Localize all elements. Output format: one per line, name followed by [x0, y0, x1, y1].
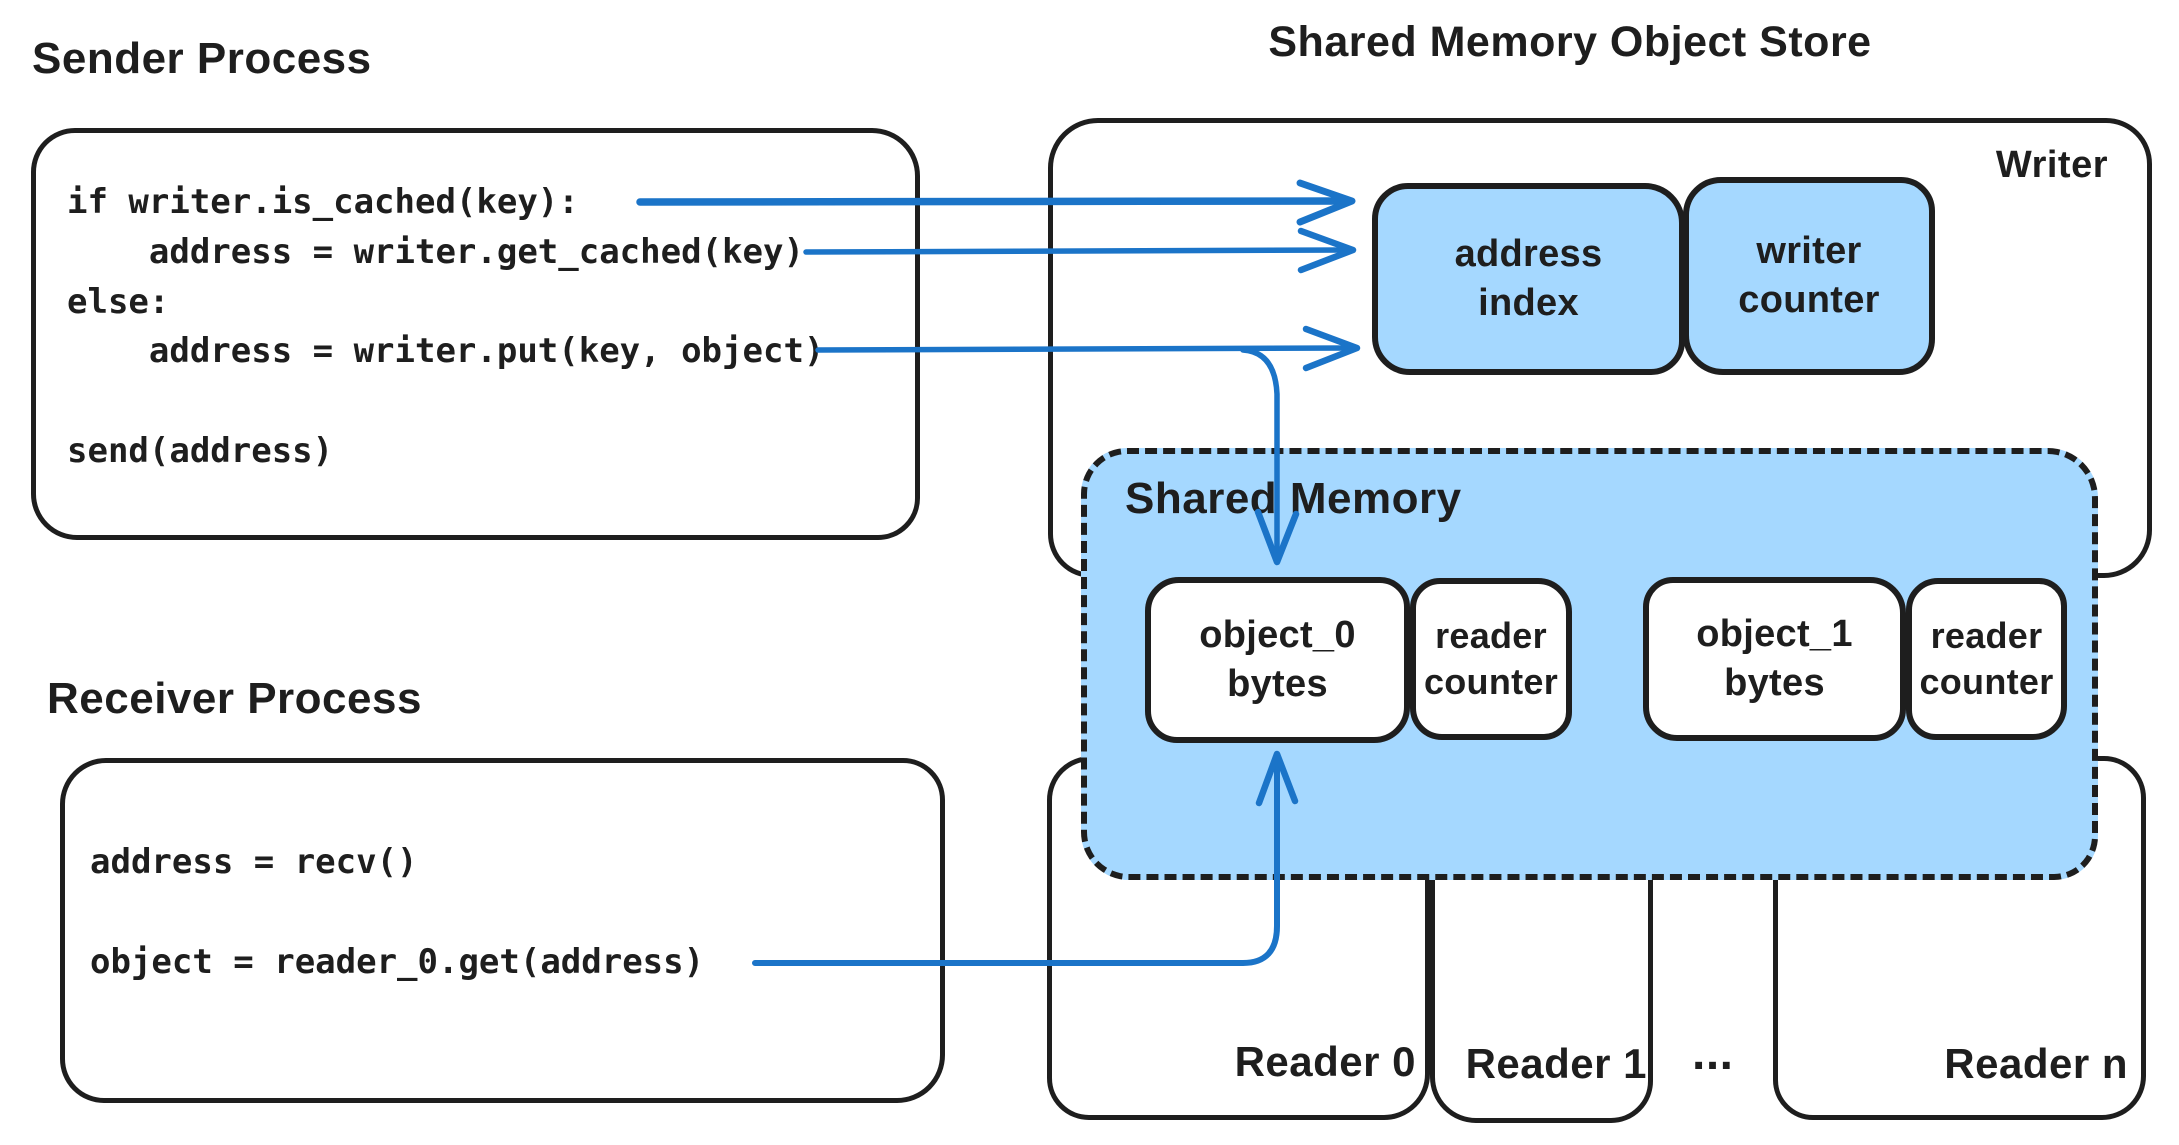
shared-memory-object-store-title: Shared Memory Object Store	[1268, 18, 1872, 66]
code-line: object = reader_0.get(address)	[90, 942, 705, 982]
object-0-line1: object_0	[1199, 613, 1356, 656]
code-line: address = writer.get_cached(key)	[67, 231, 804, 272]
reader-counter-1-box: reader counter	[1906, 578, 2067, 740]
receiver-code: address = recv() object = reader_0.get(a…	[90, 837, 704, 987]
code-line	[67, 377, 824, 427]
address-index-box: address index	[1372, 183, 1685, 375]
writer-counter-label-line2: counter	[1738, 279, 1880, 321]
object-1-line2: bytes	[1724, 662, 1825, 704]
code-line: else:	[67, 281, 170, 322]
reader-counter-0-line1: reader	[1435, 614, 1547, 656]
sender-code: if writer.is_cached(key): address = writ…	[67, 178, 824, 477]
reader-counter-0-box: reader counter	[1410, 578, 1572, 740]
writer-counter-box: writer counter	[1683, 177, 1935, 375]
receiver-process-title: Receiver Process	[47, 674, 422, 723]
code-line: address = recv()	[90, 842, 418, 882]
code-line: address = writer.put(key, object)	[67, 331, 825, 372]
writer-label: Writer	[1995, 144, 2108, 186]
writer-counter-label-line1: writer	[1756, 229, 1862, 272]
object-1-box: object_1 bytes	[1643, 577, 1906, 741]
reader-0-label: Reader 0	[1234, 1038, 1416, 1085]
reader-counter-1-line2: counter	[1919, 661, 2054, 702]
address-index-label-line1: address	[1454, 232, 1603, 275]
reader-counter-0-line2: counter	[1423, 661, 1559, 702]
code-line: if writer.is_cached(key):	[67, 182, 579, 222]
address-index-label-line2: index	[1478, 282, 1579, 324]
reader-n-label: Reader n	[1944, 1040, 2128, 1087]
reader-counter-1-line1: reader	[1930, 614, 2043, 656]
object-1-line1: object_1	[1696, 612, 1853, 655]
code-line	[90, 887, 704, 937]
sender-code-box	[31, 128, 920, 540]
code-line: send(address)	[67, 430, 334, 471]
sender-process-title: Sender Process	[32, 34, 372, 83]
shared-memory-label: Shared Memory	[1125, 474, 1462, 523]
readers-ellipsis: ...	[1692, 1027, 1734, 1080]
reader-1-label: Reader 1	[1465, 1040, 1647, 1087]
object-0-box: object_0 bytes	[1145, 577, 1410, 743]
object-0-line2: bytes	[1227, 663, 1328, 705]
